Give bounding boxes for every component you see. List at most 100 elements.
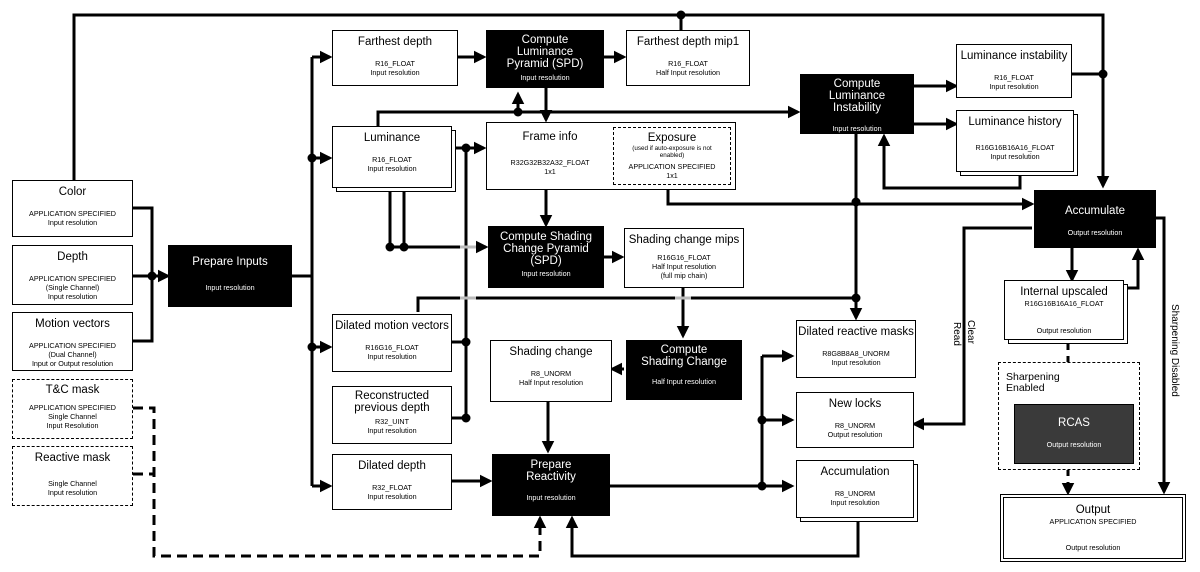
farthest-depth-title: Farthest depth (357, 36, 433, 48)
compute-shading-line: Half Input resolution (652, 377, 716, 386)
dilated-depth-line: Input resolution (367, 492, 417, 501)
shading-change-node: Shading change R8_UNORM Half Input resol… (490, 340, 612, 402)
depth-line: APPLICATION SPECIFIED (29, 274, 116, 283)
accumulation-line: Input resolution (830, 498, 880, 507)
color-title: Color (58, 186, 87, 198)
clear-label: Clear (965, 320, 976, 344)
dilated-depth-node: Dilated depth R32_FLOAT Input resolution (332, 454, 452, 510)
output-node: Output APPLICATION SPECIFIED Output reso… (1000, 494, 1186, 562)
farthest-mip1-line: Half Input resolution (656, 68, 720, 77)
color-node: Color APPLICATION SPECIFIED Input resolu… (12, 180, 133, 237)
internal-upscaled-line: Output resolution (1036, 326, 1092, 335)
recon-depth-title: Reconstructed previous depth (354, 390, 430, 414)
shading-mips-line: Half Input resolution (652, 262, 716, 271)
dilated-reactive-line: Input resolution (831, 358, 881, 367)
rcas-title: RCAS (1058, 417, 1090, 429)
tc-mask-line: Input Resolution (46, 421, 99, 430)
farthest-depth-node: Farthest depth R16_FLOAT Input resolutio… (332, 30, 458, 86)
accumulate-title: Accumulate (1064, 205, 1126, 217)
prepare-inputs-title: Prepare Inputs (192, 256, 268, 268)
sharpening-enabled-label: Sharpening Enabled (1006, 371, 1060, 394)
lum-history-line: Input resolution (990, 152, 1040, 161)
rcas-pass: RCAS Output resolution (1014, 404, 1134, 464)
prepare-reactivity-line: Input resolution (526, 493, 576, 502)
exposure-node: Exposure (used if auto-exposure is not e… (613, 127, 731, 185)
lum-instability-line: R16_FLOAT (994, 73, 1034, 82)
new-locks-title: New locks (828, 398, 882, 410)
motion-line: APPLICATION SPECIFIED (29, 341, 116, 350)
motion-line: Input or Output resolution (31, 359, 114, 368)
rcas-line: Output resolution (1046, 440, 1102, 449)
output-line: Output resolution (1065, 543, 1121, 552)
compute-shading-title: Compute Shading Change (641, 344, 727, 368)
accumulation-title: Accumulation (820, 466, 890, 478)
farthest-depth-line: Input resolution (370, 68, 420, 77)
luminance-title: Luminance (363, 132, 421, 144)
internal-upscaled-title: Internal upscaled (1020, 286, 1108, 298)
dilated-reactive-title: Dilated reactive masks (798, 326, 914, 338)
dilated-reactive-line: R8G8B8A8_UNORM (822, 349, 890, 358)
luminance-line: R16_FLOAT (372, 155, 412, 164)
frame-info-title: Frame info (522, 131, 578, 143)
depth-line: Input resolution (47, 292, 98, 301)
output-title: Output (1075, 504, 1111, 516)
dilated-mv-title: Dilated motion vectors (335, 320, 449, 332)
read-label: Read (951, 322, 962, 346)
reactive-mask-node: Reactive mask Single Channel Input resol… (12, 446, 133, 506)
accumulate-line: Output resolution (1067, 228, 1123, 237)
reactive-mask-line: Input resolution (47, 488, 98, 497)
luminance-node: Luminance R16_FLOAT Input resolution (332, 126, 452, 188)
dilated-mv-line: Input resolution (367, 352, 417, 361)
internal-upscaled-line: R16G16B16A16_FLOAT (1024, 299, 1104, 308)
dilated-depth-line: R32_FLOAT (372, 483, 412, 492)
prepare-reactivity-title: Prepare Reactivity (526, 459, 576, 483)
recon-depth-line: R32_UINT (375, 417, 409, 426)
color-line: APPLICATION SPECIFIED (29, 209, 116, 218)
exposure-note: (used if auto-exposure is not enabled) (632, 145, 712, 159)
accumulation-line: R8_UNORM (834, 489, 876, 498)
prepare-inputs-pass: Prepare Inputs Input resolution (168, 245, 292, 307)
lum-pyramid-line: Input resolution (520, 73, 570, 82)
lum-history-line: R16G16B16A16_FLOAT (975, 143, 1055, 152)
tc-mask-title: T&C mask (45, 384, 100, 396)
shading-mips-title: Shading change mips (628, 234, 740, 246)
luminance-line: Input resolution (367, 164, 417, 173)
dilated-mv-line: R16G16_FLOAT (365, 343, 419, 352)
farthest-depth-mip1-node: Farthest depth mip1 R16_FLOAT Half Input… (626, 30, 750, 86)
shading-pyramid-pass: Compute Shading Change Pyramid (SPD) Inp… (488, 226, 604, 288)
dilated-motion-vectors-node: Dilated motion vectors R16G16_FLOAT Inpu… (332, 314, 452, 372)
shading-change-title: Shading change (509, 346, 593, 358)
accumulate-pass: Accumulate Output resolution (1034, 190, 1156, 248)
depth-node: Depth APPLICATION SPECIFIED (Single Chan… (12, 245, 133, 305)
exposure-title: Exposure (647, 132, 697, 144)
reactive-mask-title: Reactive mask (34, 452, 111, 464)
luminance-history-node: Luminance history R16G16B16A16_FLOAT Inp… (956, 110, 1074, 172)
motion-line: (Dual Channel) (48, 350, 97, 359)
accumulation-node: Accumulation R8_UNORM Input resolution (796, 460, 914, 518)
new-locks-line: R8_UNORM (834, 421, 876, 430)
frame-info-line: R32G32B32A32_FLOAT (510, 158, 590, 167)
lum-instability-title: Luminance instability (960, 50, 1068, 62)
prepare-inputs-line: Input resolution (205, 283, 255, 292)
farthest-mip1-title: Farthest depth mip1 (636, 36, 740, 48)
tc-mask-line: Single Channel (48, 412, 97, 421)
exposure-line: 1x1 (666, 171, 678, 180)
lum-pyramid-title: Compute Luminance Pyramid (SPD) (506, 34, 584, 70)
motion-vectors-node: Motion vectors APPLICATION SPECIFIED (Du… (12, 312, 133, 371)
shading-change-line: R8_UNORM (530, 369, 572, 378)
frame-info-node: Frame info R32G32B32A32_FLOAT 1x1 (490, 126, 610, 186)
shading-pyramid-line: Input resolution (521, 269, 571, 278)
new-locks-line: Output resolution (827, 430, 883, 439)
exposure-line: APPLICATION SPECIFIED (628, 162, 716, 171)
luminance-instability-node: Luminance instability R16_FLOAT Input re… (956, 44, 1072, 98)
reconstructed-depth-node: Reconstructed previous depth R32_UINT In… (332, 386, 452, 444)
lum-instability-pass-line: Input resolution (832, 124, 882, 133)
output-line: APPLICATION SPECIFIED (1049, 517, 1137, 526)
frame-info-line: 1x1 (544, 167, 556, 176)
shading-mips-line: (full mip chain) (660, 271, 708, 280)
motion-title: Motion vectors (35, 318, 110, 330)
reactive-mask-line: Single Channel (48, 479, 97, 488)
luminance-pyramid-pass: Compute Luminance Pyramid (SPD) Input re… (486, 30, 604, 88)
prepare-reactivity-pass: Prepare Reactivity Input resolution (492, 454, 610, 516)
